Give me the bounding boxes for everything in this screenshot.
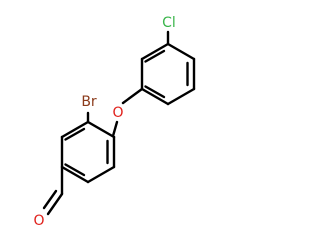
double-bond-inner: [64, 163, 86, 177]
bond: [166, 42, 196, 61]
bond: [86, 120, 116, 139]
carbonyl-bond-second: [42, 189, 58, 210]
bond: [60, 120, 90, 139]
molecule-diagram: Cl Br O O: [33, 15, 196, 229]
double-bond-inner: [144, 85, 166, 99]
structure-canvas: Cl Br O O: [33, 15, 196, 229]
bromine-label: Br: [81, 94, 97, 110]
chlorine-label: Cl: [162, 15, 176, 31]
double-bond-inner: [64, 127, 86, 141]
double-bond-inner: [144, 49, 166, 63]
chlorophenyl-ring: [140, 30, 196, 106]
bromobenzaldehyde-ring: [42, 111, 116, 216]
bond-oxygen-to-ring: [111, 120, 119, 138]
ether-oxygen-label: O: [112, 105, 123, 121]
bond: [140, 87, 170, 106]
bond-ring-to-oxygen: [121, 87, 144, 105]
bond: [86, 165, 116, 184]
carbonyl-oxygen-label: O: [33, 213, 44, 229]
bond: [60, 165, 90, 184]
carbonyl-bond: [46, 192, 64, 216]
bond: [166, 87, 196, 106]
bond: [140, 42, 170, 61]
